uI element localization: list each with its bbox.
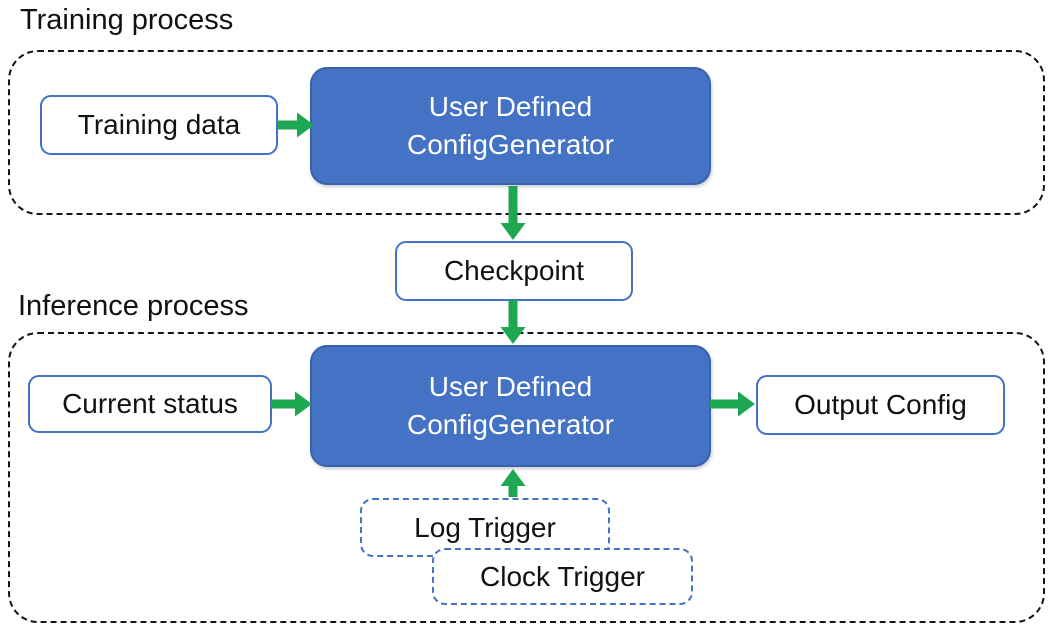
training-generator-line2: ConfigGenerator — [406, 129, 614, 160]
current-status-node: Current status — [28, 375, 272, 433]
training-data-node: Training data — [40, 95, 278, 155]
inference-generator-line1: User Defined — [428, 371, 593, 402]
checkpoint-node: Checkpoint — [395, 241, 633, 301]
training-process-container — [8, 50, 1045, 215]
log-trigger-label: Log Trigger — [414, 511, 556, 543]
output-config-node: Output Config — [756, 375, 1005, 435]
inference-generator-line2: ConfigGenerator — [406, 409, 614, 440]
training-config-generator-node: User Defined ConfigGenerator — [310, 67, 711, 185]
clock-trigger-label: Clock Trigger — [480, 560, 645, 592]
clock-trigger-node: Clock Trigger — [432, 548, 693, 605]
inference-section-label: Inference process — [18, 290, 249, 322]
training-section-label: Training process — [20, 4, 234, 36]
output-config-label: Output Config — [794, 389, 967, 420]
current-status-label: Current status — [62, 388, 238, 419]
checkpoint-label: Checkpoint — [443, 255, 585, 286]
inference-config-generator-node: User Defined ConfigGenerator — [310, 345, 711, 467]
log-trigger-node: Log Trigger — [360, 498, 610, 557]
training-data-label: Training data — [77, 109, 241, 140]
training-generator-line1: User Defined — [428, 91, 593, 122]
inference-process-container — [8, 332, 1045, 623]
